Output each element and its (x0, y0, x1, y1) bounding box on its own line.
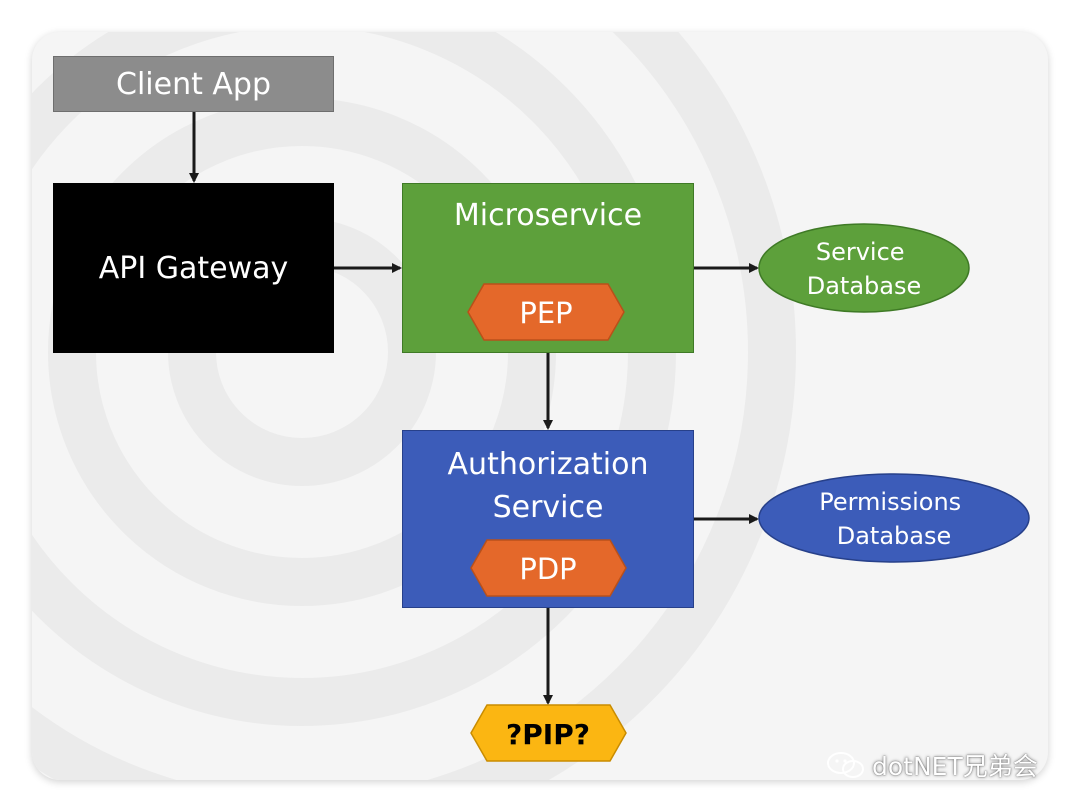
permissions-database-line2: Database (837, 522, 952, 550)
pip-label: ?PIP? (506, 718, 590, 751)
permissions-database-ellipse: Permissions Database (758, 473, 1030, 563)
service-database-line1: Service (816, 238, 905, 266)
client-app-label: Client App (116, 66, 271, 102)
svg-text:Permissions Database: Permissions Database (819, 488, 969, 550)
wechat-icon (827, 752, 864, 778)
service-database-ellipse: Service Database (758, 223, 970, 313)
client-app-node: Client App (53, 56, 334, 112)
pdp-hexagon: PDP (470, 539, 627, 597)
watermark-text: dotNET兄弟会 (872, 752, 1038, 781)
authorization-service-node: Authorization Service (402, 430, 694, 608)
pdp-label: PDP (519, 552, 576, 586)
pep-hexagon: PEP (467, 283, 625, 341)
pip-hexagon: ?PIP? (470, 704, 627, 762)
api-gateway-label: API Gateway (98, 250, 289, 286)
svg-text:Service Database: Service Database (807, 238, 922, 300)
diagram-card (32, 32, 1048, 780)
service-database-line2: Database (807, 272, 922, 300)
authorization-service-label: Authorization Service (447, 447, 649, 525)
microservice-node: Microservice (402, 183, 694, 353)
pep-label: PEP (519, 296, 572, 330)
microservice-label: Microservice (453, 198, 643, 233)
watermark: dotNET兄弟会 (826, 748, 1038, 782)
permissions-database-line1: Permissions (819, 488, 961, 516)
api-gateway-node: API Gateway (53, 183, 334, 353)
